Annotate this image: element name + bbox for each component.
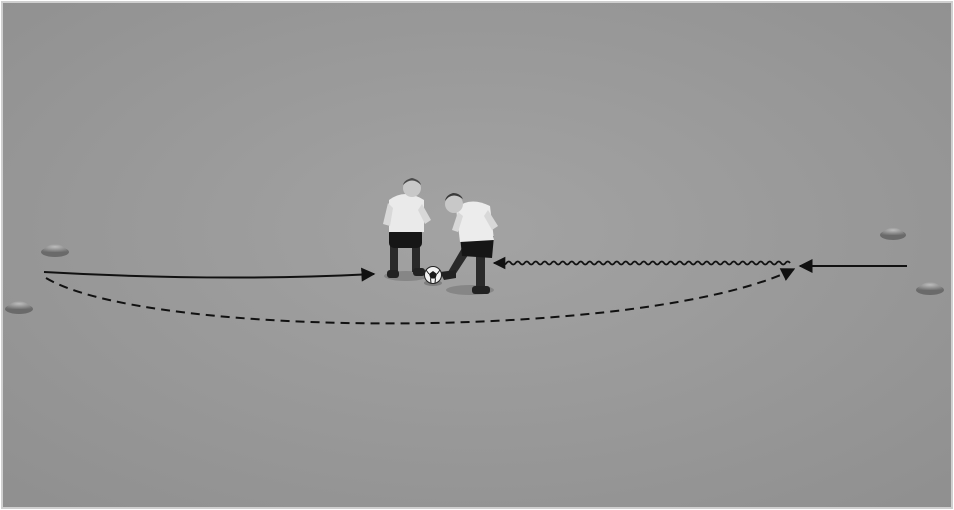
soccer-ball [424, 267, 442, 287]
